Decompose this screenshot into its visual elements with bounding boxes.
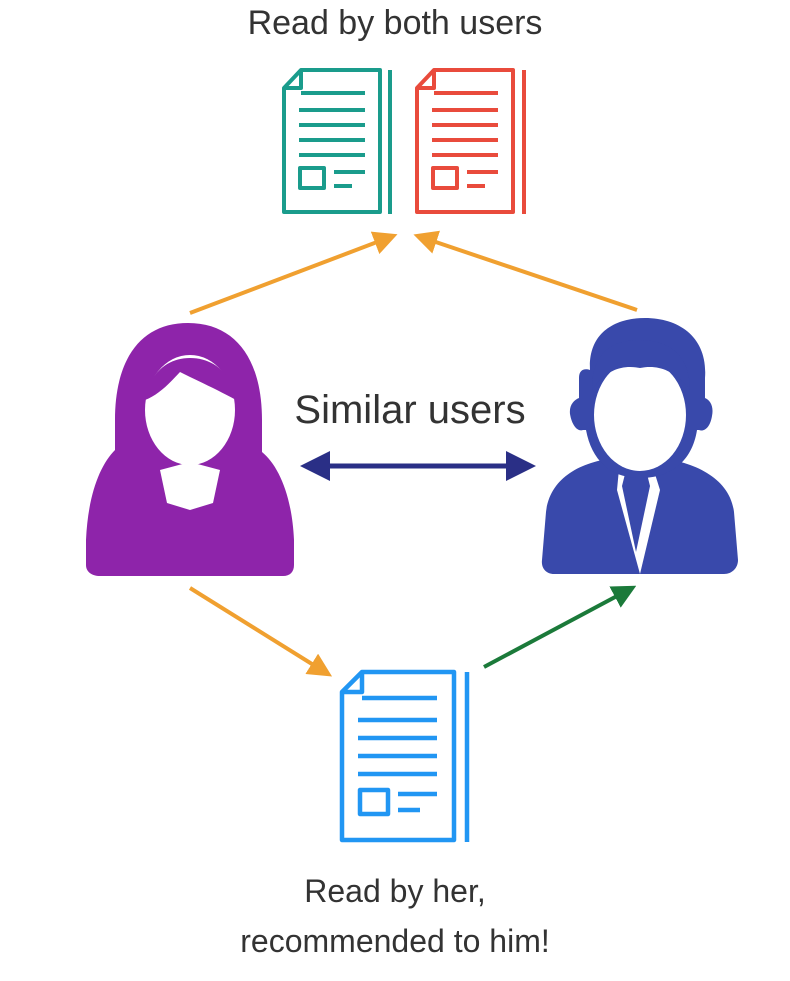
similar-users-label: Similar users — [294, 388, 526, 432]
document-icon-teal — [282, 68, 392, 214]
recommended-label-line-2: recommended to him! — [240, 923, 550, 959]
read-by-both-label: Read by both users — [247, 4, 543, 42]
document-icon-red — [415, 68, 526, 214]
man-user-icon — [541, 318, 738, 574]
arrow-woman-to-both — [189, 231, 398, 315]
arrow-man-to-both — [413, 230, 638, 312]
recommended-label-line-1: Read by her, — [304, 873, 486, 909]
arrow-woman-to-recommended — [188, 586, 333, 677]
document-icon-blue — [339, 669, 470, 843]
woman-user-icon — [86, 323, 294, 576]
arrow-recommended-to-man — [483, 585, 637, 669]
recommended-label: Read by her, recommended to him! — [0, 866, 790, 966]
